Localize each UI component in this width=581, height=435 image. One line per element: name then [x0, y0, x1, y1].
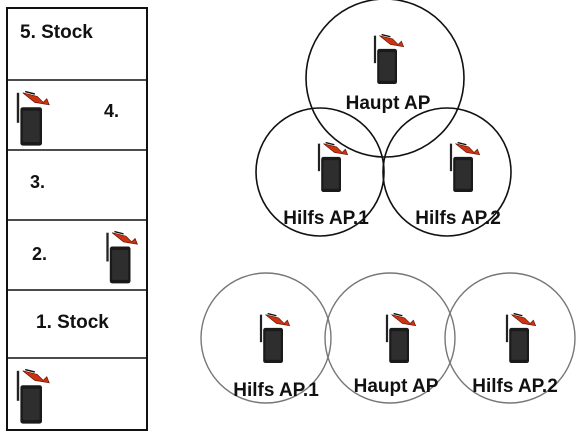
- floor-2-label: 2.: [32, 244, 47, 264]
- floor-1-label: 1. Stock: [36, 312, 109, 333]
- aux-ap-1-label: Hilfs AP.1: [283, 208, 369, 229]
- access-point-icon: [385, 312, 417, 364]
- access-point-icon: [16, 90, 50, 147]
- building-outline: [6, 7, 148, 431]
- top-cluster: Haupt AP Hilfs AP.1 Hilfs AP.2: [255, 0, 512, 237]
- bottom-row: Hilfs AP.1 Haupt AP Hilfs AP.2: [200, 272, 576, 404]
- access-point-icon: [317, 141, 349, 193]
- coverage-circle-aux1: [200, 272, 332, 404]
- aux-ap-2-label: Hilfs AP.2: [415, 208, 501, 229]
- access-point-icon: [505, 312, 537, 364]
- access-point-icon: [259, 312, 291, 364]
- access-point-icon: [449, 141, 481, 193]
- floor-4-label: 4.: [104, 101, 119, 121]
- aux-ap-1-label: Hilfs AP.1: [233, 380, 319, 401]
- access-point-icon: [105, 230, 139, 285]
- aux-ap-2-label: Hilfs AP.2: [472, 376, 558, 397]
- building: 5. Stock 4. 3. 2. 1. Stock: [6, 7, 148, 431]
- access-point-icon: [373, 33, 405, 85]
- main-ap-label: Haupt AP: [346, 93, 431, 114]
- floor-3-label: 3.: [30, 172, 45, 192]
- floor-5-label: 5. Stock: [20, 22, 93, 43]
- coverage-circle-aux2: [382, 107, 512, 237]
- access-point-icon: [16, 368, 50, 425]
- coverage-circle-aux1: [255, 107, 385, 237]
- main-ap-label: Haupt AP: [354, 376, 439, 397]
- coverage-circle-main: [324, 272, 456, 404]
- coverage-circle-aux2: [444, 272, 576, 404]
